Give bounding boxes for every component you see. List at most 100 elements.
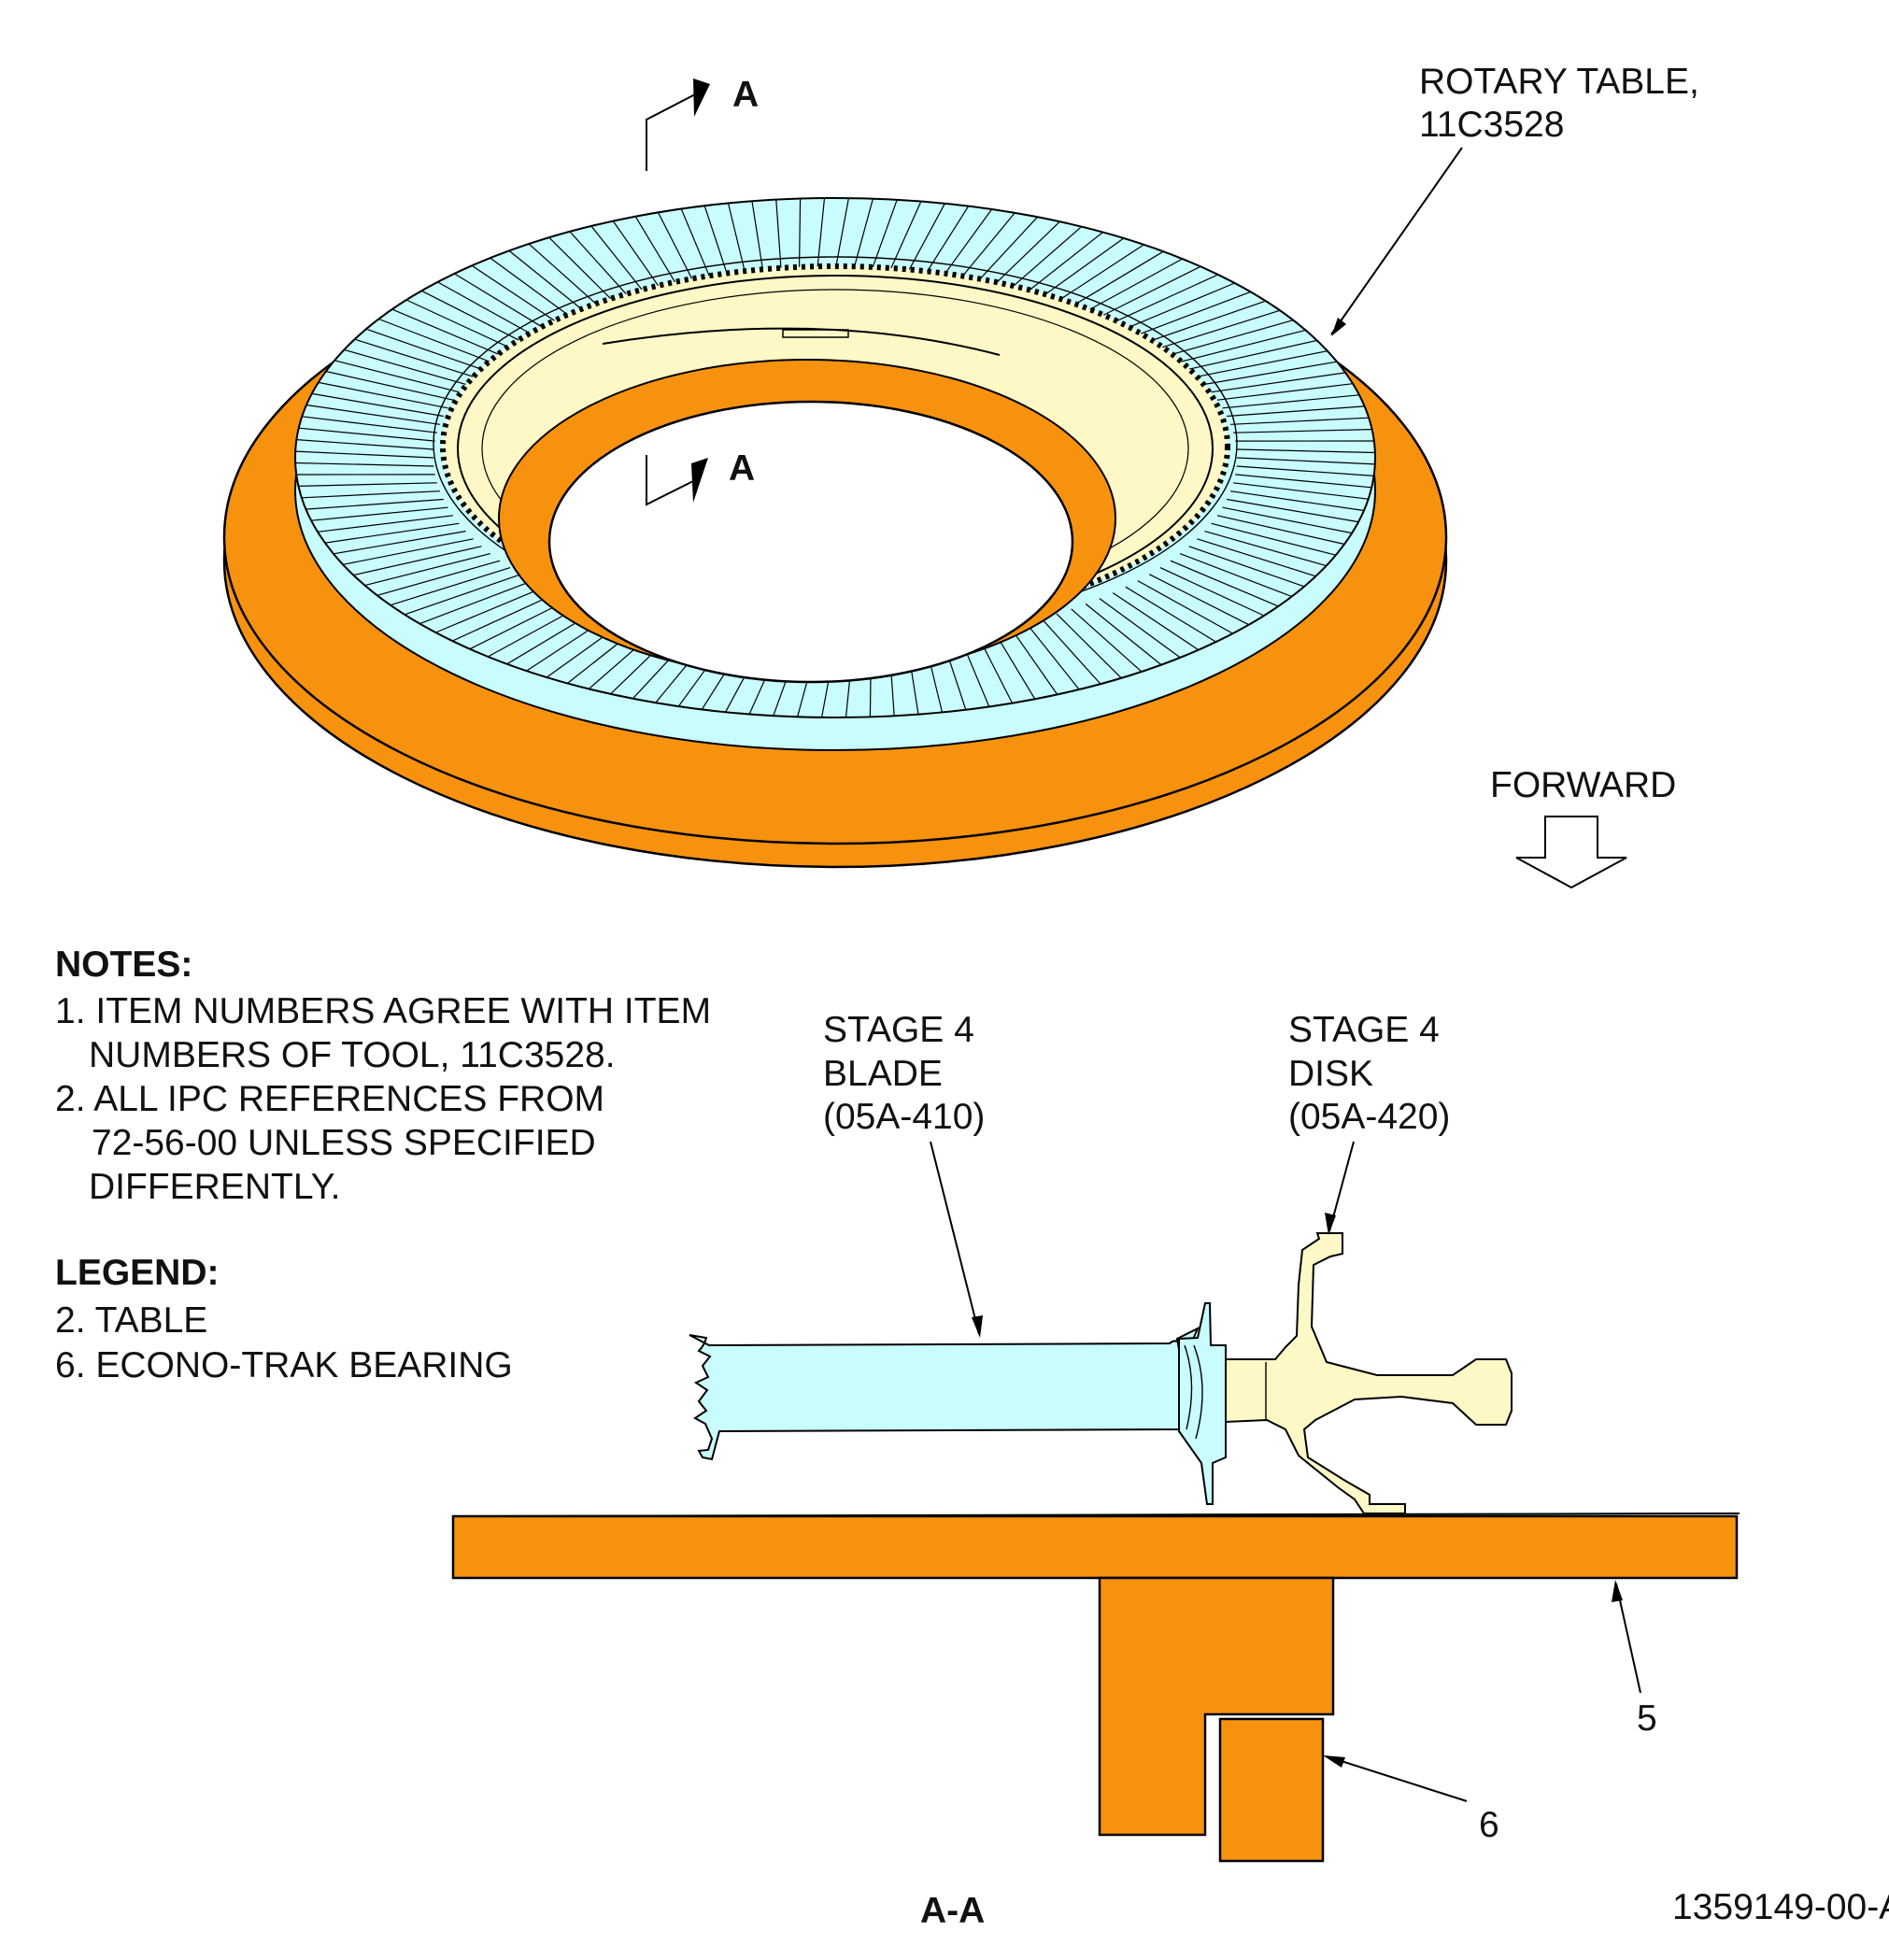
- blade-line: [1025, 232, 1103, 294]
- blade-line: [924, 206, 970, 277]
- blade-line: [1204, 361, 1338, 385]
- blade-line: [1170, 560, 1279, 607]
- blade-line: [435, 586, 546, 633]
- disk-callout: STAGE 4 DISK (05A-420): [1288, 1010, 1450, 1235]
- blade-line: [318, 381, 448, 409]
- item6-callout: 6: [1323, 1755, 1499, 1845]
- blade-line: [590, 225, 646, 294]
- blade-line: [490, 257, 572, 318]
- section-cut-bottom: A: [646, 448, 755, 506]
- legend-item: 6. ECONO-TRAK BEARING: [55, 1345, 513, 1385]
- blade-line: [1149, 300, 1266, 342]
- blade-line: [703, 206, 730, 278]
- blade-line: [1230, 490, 1365, 512]
- blade-line: [634, 216, 678, 287]
- blade-line: [906, 203, 945, 275]
- blade-line: [798, 198, 802, 272]
- blade-line: [1112, 592, 1200, 651]
- blade-line: [1179, 329, 1306, 362]
- note-line: 72-56-00 UNLESS SPECIFIED: [92, 1123, 596, 1163]
- blade-line: [1236, 465, 1374, 476]
- blade-line: [317, 515, 454, 533]
- blade-line: [975, 216, 1039, 284]
- note-line: DIFFERENTLY.: [89, 1167, 340, 1207]
- forward-label: FORWARD: [1490, 765, 1676, 805]
- blade-line: [1188, 546, 1305, 588]
- blade-line: [852, 198, 873, 272]
- blade-line: [959, 212, 1016, 281]
- blade-line: [1216, 383, 1354, 401]
- blade-line: [569, 231, 630, 298]
- blade-line: [334, 360, 460, 393]
- blade-line: [405, 574, 521, 616]
- blade-line: [1112, 274, 1219, 323]
- blade-line: [1099, 265, 1201, 318]
- blade-line: [311, 506, 448, 521]
- disk-slot-mark: [782, 329, 849, 338]
- blade-line: [1197, 350, 1328, 377]
- leader-arrow-icon: [972, 1315, 983, 1338]
- blade-line: [1216, 515, 1345, 546]
- blade-line: [1148, 574, 1249, 626]
- disk-label-line2: DISK: [1288, 1054, 1373, 1094]
- blade-line: [1211, 372, 1346, 393]
- blade-line: [437, 281, 533, 335]
- leader-arrow-icon: [1612, 1580, 1623, 1602]
- blade-line: [344, 348, 466, 385]
- blade-line: [391, 308, 501, 356]
- rotary-table-label-line1: ROTARY TABLE,: [1419, 62, 1699, 102]
- blade-label-line3: (05A-410): [823, 1097, 985, 1137]
- blade-line: [1227, 405, 1365, 418]
- blade-line: [333, 531, 466, 555]
- blade-line: [1009, 226, 1083, 291]
- blade-line: [1170, 320, 1294, 356]
- blade-line: [302, 416, 437, 433]
- note-line: 1. ITEM NUMBERS AGREE WITH ITEM: [55, 991, 711, 1031]
- leader-arrow-icon: [1323, 1755, 1345, 1768]
- blade-line: [1041, 237, 1125, 298]
- blade-line: [421, 290, 522, 342]
- legend-heading: LEGEND:: [55, 1253, 220, 1293]
- blade-line: [528, 243, 600, 307]
- leader-arrow-icon: [1331, 318, 1346, 336]
- table-plate: [451, 1514, 1739, 1580]
- blade-line: [992, 220, 1060, 287]
- blade-line: [1137, 291, 1251, 335]
- blade-line: [342, 538, 474, 565]
- blade-line: [612, 220, 661, 291]
- blade-line: [390, 567, 511, 606]
- blade-line: [1159, 309, 1281, 348]
- blade-line: [353, 546, 482, 576]
- blade-lines: [295, 197, 1375, 718]
- section-cut-arrow-icon: [693, 78, 710, 117]
- blade-line: [1197, 538, 1316, 577]
- blade-line: [295, 450, 434, 459]
- blade-line: [1071, 608, 1143, 673]
- blade-line: [1056, 244, 1144, 303]
- blade-line: [834, 197, 849, 272]
- blade-line: [1056, 613, 1122, 679]
- leader-arrow-icon: [1325, 1213, 1336, 1235]
- rotary-table-label-line2: 11C3528: [1419, 105, 1564, 145]
- blade-line: [1125, 586, 1217, 643]
- blade-line: [405, 299, 511, 348]
- blade-line: [1025, 621, 1080, 690]
- notes-heading: NOTES:: [55, 944, 192, 985]
- blade-line: [325, 370, 454, 401]
- blade-label-line2: BLADE: [823, 1054, 943, 1094]
- blade-line: [817, 198, 826, 272]
- forward-hollow-arrow-icon: [1515, 816, 1627, 889]
- forward-indicator: FORWARD: [1490, 765, 1676, 889]
- blade-line: [1211, 522, 1337, 556]
- rotary-table-callout: ROTARY TABLE, 11C3528: [1330, 62, 1699, 336]
- blade-line: [1204, 531, 1327, 567]
- blade-line: [471, 264, 559, 323]
- blade-line: [1099, 598, 1181, 659]
- blade-line: [1233, 429, 1372, 433]
- blade-line: [324, 522, 460, 544]
- blade-label-line1: STAGE 4: [823, 1010, 974, 1050]
- note-line: NUMBERS OF TOOL, 11C3528.: [89, 1035, 616, 1075]
- blade-line: [378, 318, 491, 362]
- blade-line: [657, 212, 695, 284]
